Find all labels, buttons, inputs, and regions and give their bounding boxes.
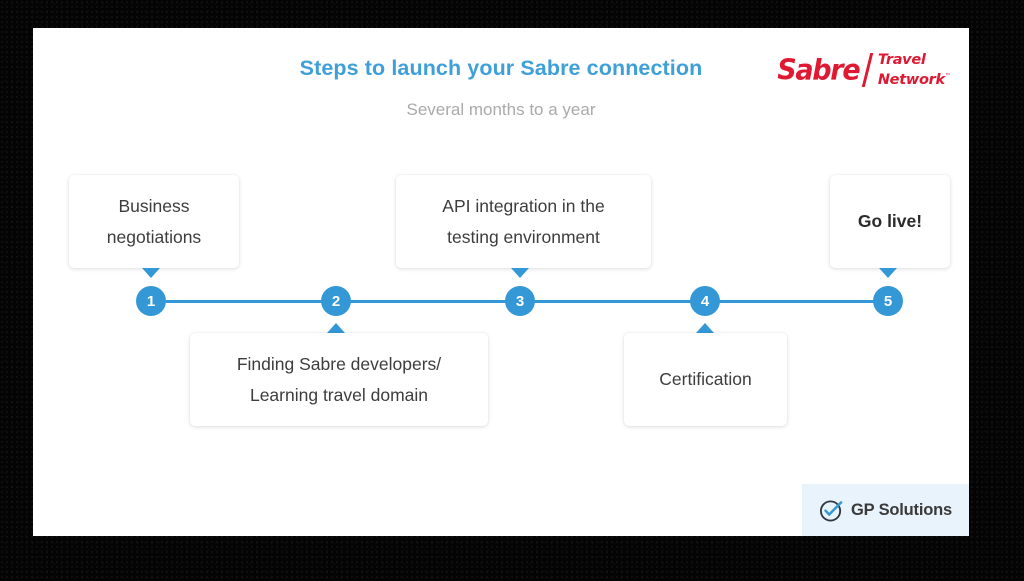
step-node-4[interactable]: 4 [690, 286, 720, 316]
gp-solutions-watermark: GP Solutions [802, 484, 969, 536]
step-node-2[interactable]: 2 [321, 286, 351, 316]
step-arrow-3 [511, 268, 529, 278]
step-card-2[interactable]: Finding Sabre developers/ Learning trave… [190, 333, 488, 426]
step-card-3-label: API integration in the testing environme… [442, 196, 605, 247]
step-card-1-label: Business negotiations [106, 196, 202, 247]
step-card-5-label: Go live! [857, 211, 923, 232]
sabre-wordmark: Sabre [777, 53, 860, 87]
step-arrow-2 [327, 323, 345, 333]
steps-timeline: Business negotiations 1 2 Finding Sabre … [33, 28, 969, 536]
sabre-tagline: Travel Network™ [878, 52, 951, 89]
step-node-2-number: 2 [331, 292, 341, 310]
step-arrow-5 [879, 268, 897, 278]
sabre-travel-network-logo: Sabre Travel Network™ [777, 49, 951, 91]
timeline-segment-1-2 [166, 299, 351, 303]
timeline-segment-4-5 [720, 299, 901, 303]
step-card-3[interactable]: API integration in the testing environme… [396, 175, 651, 268]
page-subtitle: Several months to a year [406, 100, 596, 119]
sabre-tagline-line2: Network [877, 71, 945, 88]
step-node-4-number: 4 [700, 292, 710, 310]
step-node-1-number: 1 [146, 292, 156, 310]
circle-check-icon [819, 498, 844, 523]
timeline-segment-2-3 [351, 299, 535, 303]
step-card-2-label: Finding Sabre developers/ Learning trave… [236, 354, 442, 405]
step-card-1[interactable]: Business negotiations [69, 175, 239, 268]
step-node-1[interactable]: 1 [136, 286, 166, 316]
step-card-4-label: Certification [659, 369, 752, 390]
step-card-4[interactable]: Certification [624, 333, 787, 426]
step-node-5-number: 5 [883, 292, 893, 310]
step-arrow-1 [142, 268, 160, 278]
slide-canvas: Steps to launch your Sabre connection Se… [33, 28, 969, 536]
step-arrow-4 [696, 323, 714, 333]
timeline-segment-3-4 [535, 299, 720, 303]
gp-solutions-label: GP Solutions [851, 500, 952, 519]
trademark-symbol: ™ [944, 72, 952, 81]
step-node-3[interactable]: 3 [505, 286, 535, 316]
step-node-5[interactable]: 5 [873, 286, 903, 316]
step-node-3-number: 3 [515, 292, 525, 310]
page-title: Steps to launch your Sabre connection [299, 56, 703, 80]
slide-header: Steps to launch your Sabre connection Se… [33, 28, 969, 148]
step-card-5[interactable]: Go live! [830, 175, 950, 268]
sabre-tagline-line1: Travel [877, 51, 926, 68]
